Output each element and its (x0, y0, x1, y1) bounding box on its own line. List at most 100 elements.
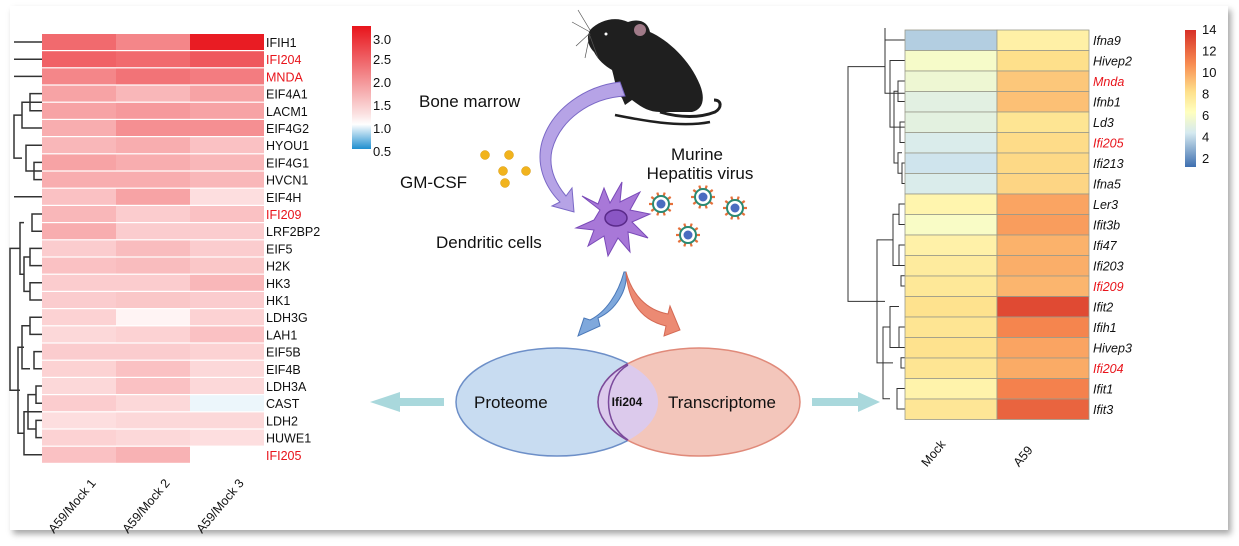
heatmap-cell (190, 395, 264, 412)
row-label: Ifna5 (1093, 178, 1121, 192)
heatmap-cell (996, 132, 1090, 154)
heatmap-cell (42, 206, 116, 222)
row-label: LDH2 (266, 414, 298, 428)
heatmap-cell (904, 132, 998, 154)
heatmap-cell (42, 429, 116, 446)
dendrogram-branch (889, 306, 899, 348)
heatmap-cell (42, 240, 116, 257)
bone-marrow-arrow-icon (539, 81, 626, 213)
heatmap-cell (116, 154, 190, 171)
proteome-heatmap (42, 34, 264, 463)
mouse-illustration (571, 9, 722, 126)
heatmap-cell (904, 193, 998, 215)
heatmap-cell (190, 326, 264, 343)
dendrogram-branch (29, 316, 42, 336)
column-label: A59 (1011, 443, 1036, 469)
mouse-ear-icon (634, 24, 646, 36)
row-label: EIF5B (266, 346, 301, 360)
row-label: Ifi204 (1093, 362, 1124, 376)
heatmap-cell (190, 137, 264, 154)
dendrogram-branch (898, 244, 905, 266)
heatmap-cell (42, 257, 116, 274)
row-label: EIF4B (266, 363, 301, 377)
proteome-colorbar: 3.02.52.01.51.00.5 (352, 26, 391, 159)
dendrogram-branch (29, 247, 42, 267)
heatmap-cell (116, 51, 190, 68)
row-label: IFI205 (266, 449, 301, 463)
overlap-label: Ifi204 (612, 395, 643, 409)
heatmap-cell (904, 50, 998, 72)
row-label: HUWE1 (266, 432, 311, 446)
heatmap-cell (996, 111, 1090, 133)
heatmap-cell (116, 429, 190, 446)
heatmap-cell (190, 446, 264, 463)
heatmap-cell (116, 360, 190, 377)
heatmap-cell (116, 223, 190, 240)
heatmap-cell (116, 395, 190, 412)
dendrogram-branch (29, 282, 42, 301)
heatmap-cell (190, 274, 264, 291)
transcriptome-label: Transcriptome (668, 393, 776, 412)
colorbar-tick-label: 1.5 (373, 98, 391, 113)
heatmap-cell (996, 91, 1090, 113)
dendrogram-branch (896, 388, 905, 410)
virus-label-line2: Hepatitis virus (647, 164, 754, 183)
heatmap-cell (904, 398, 998, 420)
heatmap-cell (904, 337, 998, 359)
row-label: LAH1 (266, 328, 297, 342)
heatmap-cell (42, 120, 116, 136)
row-label: Mnda (1093, 75, 1124, 89)
proteome-dendrogram (9, 41, 42, 456)
row-label: EIF4A1 (266, 88, 308, 102)
dendrogram-branch (23, 411, 42, 456)
heatmap-cell (42, 395, 116, 412)
dendrogram-branch (889, 60, 905, 128)
row-label: Ler3 (1093, 198, 1118, 212)
heatmap-cell (42, 378, 116, 394)
heatmap-cell (996, 357, 1090, 379)
heatmap-cell (116, 378, 190, 394)
heatmap-cell (190, 223, 264, 240)
heatmap-cell (190, 360, 264, 377)
column-label: Mock (919, 437, 949, 469)
row-label: Hivep3 (1093, 342, 1132, 356)
virus-label-line1: Murine (671, 145, 723, 164)
heatmap-cell (904, 70, 998, 92)
heatmap-cell (42, 188, 116, 205)
dendrogram-branch (901, 162, 905, 184)
heatmap-cell (116, 34, 190, 50)
heatmap-cell (42, 360, 116, 377)
row-label: Ifi209 (1093, 280, 1124, 294)
heatmap-cell (190, 412, 264, 429)
dendrogram-branch (23, 256, 30, 293)
colorbar-tick-label: 2 (1202, 151, 1209, 166)
heatmap-cell (904, 275, 998, 297)
dendrogram-branch (21, 101, 42, 129)
heatmap-cell (996, 50, 1090, 72)
heatmap-cell (116, 188, 190, 205)
row-label: Ifit3 (1093, 403, 1113, 417)
heatmap-cell (42, 171, 116, 188)
row-label: IFI209 (266, 208, 301, 222)
heatmap-cell (996, 296, 1090, 318)
heatmap-cell (190, 292, 264, 308)
heatmap-cell (116, 68, 190, 85)
dendrogram-branch (897, 80, 905, 102)
heatmap-cell (116, 171, 190, 188)
heatmap-cell (190, 378, 264, 394)
transcriptome-arrow-icon (625, 271, 681, 337)
heatmap-cell (996, 29, 1090, 51)
colorbar-tick-label: 2.5 (373, 52, 391, 67)
heatmap-cell (904, 296, 998, 318)
row-label: Ifi213 (1093, 157, 1124, 171)
row-label: EIF5 (266, 242, 292, 256)
whiskers-icon (571, 9, 599, 59)
row-label: Ifna9 (1093, 34, 1121, 48)
gm-csf-label: GM-CSF (400, 173, 467, 192)
heatmap-cell (996, 275, 1090, 297)
heatmap-cell (42, 292, 116, 308)
colorbar-tick-label: 3.0 (373, 32, 391, 47)
